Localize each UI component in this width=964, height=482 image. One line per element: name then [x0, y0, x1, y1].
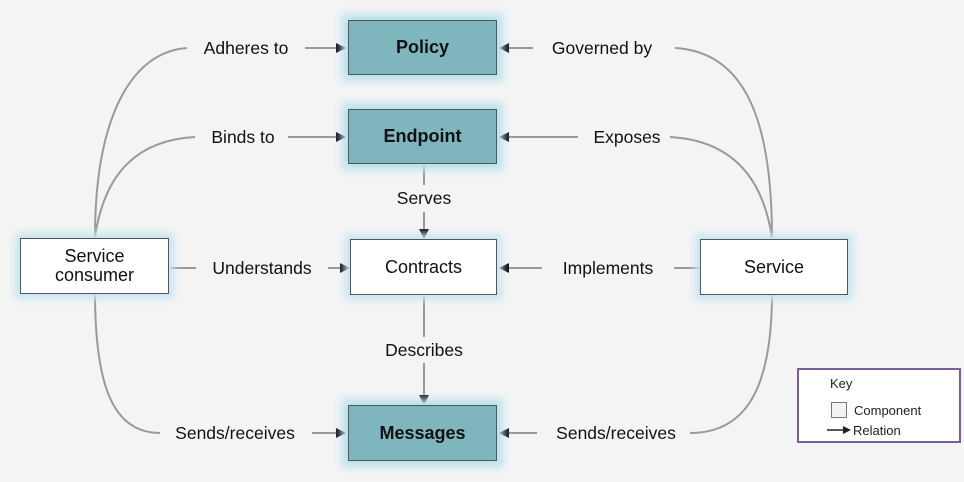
service-box: Service — [700, 239, 848, 295]
service-label: Service — [743, 256, 805, 277]
relation-arrow-icon — [827, 426, 851, 434]
messages-box: Messages — [348, 405, 497, 461]
relation-understands: Understands — [209, 258, 315, 278]
curve-consumer-to-sends — [94, 292, 161, 434]
service-consumer-box: Service consumer — [20, 238, 169, 294]
curve-service-to-exposes — [669, 136, 773, 239]
relation-sends-receives-right: Sends/receives — [553, 423, 679, 443]
messages-label: Messages — [379, 422, 466, 443]
policy-box: Policy — [348, 20, 497, 75]
contracts-label: Contracts — [384, 256, 463, 277]
policy-label: Policy — [395, 37, 450, 57]
relation-sends-receives-left: Sends/receives — [172, 423, 298, 443]
service-consumer-label-line1: Service — [64, 246, 125, 266]
endpoint-label: Endpoint — [383, 126, 462, 146]
contracts-box: Contracts — [350, 239, 497, 295]
curve-service-to-sends — [689, 292, 773, 434]
relation-binds-to: Binds to — [208, 127, 278, 147]
relation-adheres-to: Adheres to — [200, 38, 292, 58]
component-swatch-icon — [831, 402, 847, 418]
curve-consumer-to-binds — [94, 136, 196, 238]
relation-exposes: Exposes — [590, 127, 664, 147]
legend-title: Key — [830, 376, 853, 391]
relation-implements: Implements — [559, 258, 657, 278]
legend-key: Key Component Relation — [797, 368, 961, 443]
relation-describes: Describes — [382, 340, 466, 360]
legend-component-label: Component — [854, 403, 922, 418]
relation-governed-by: Governed by — [548, 38, 656, 58]
curve-consumer-to-adheres — [94, 47, 188, 238]
legend-relation-label: Relation — [853, 423, 901, 438]
endpoint-box: Endpoint — [348, 109, 497, 164]
relation-serves: Serves — [393, 188, 455, 208]
curve-service-to-governed — [674, 47, 773, 239]
service-consumer-label-line2: consumer — [54, 265, 135, 285]
